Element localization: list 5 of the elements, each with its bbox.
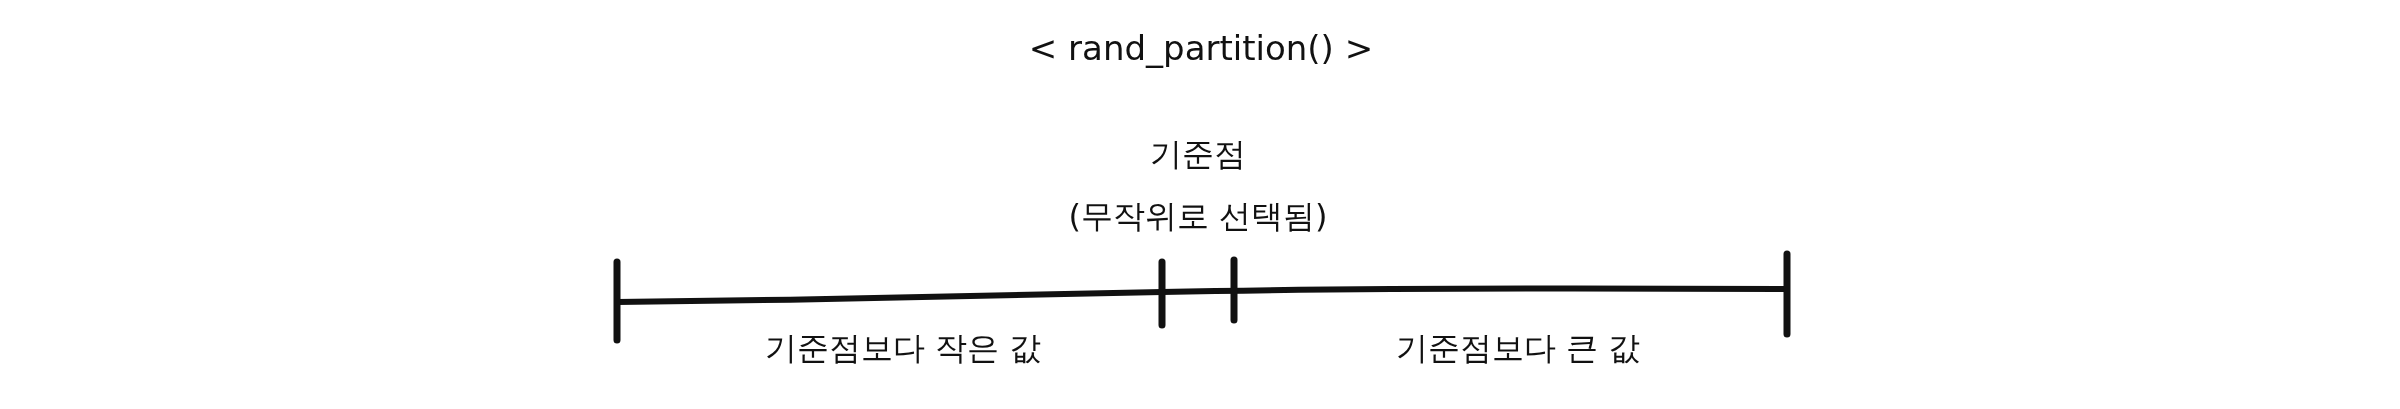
pivot-label: 기준점 bbox=[1150, 134, 1246, 175]
range-label: 기준점보다 작은 값 bbox=[764, 328, 1042, 369]
title: < rand_partition() > bbox=[1028, 28, 1374, 68]
range-label: 기준점보다 큰 값 bbox=[1395, 328, 1641, 369]
pivot-note: (무작위로 선택됨) bbox=[1068, 196, 1328, 237]
